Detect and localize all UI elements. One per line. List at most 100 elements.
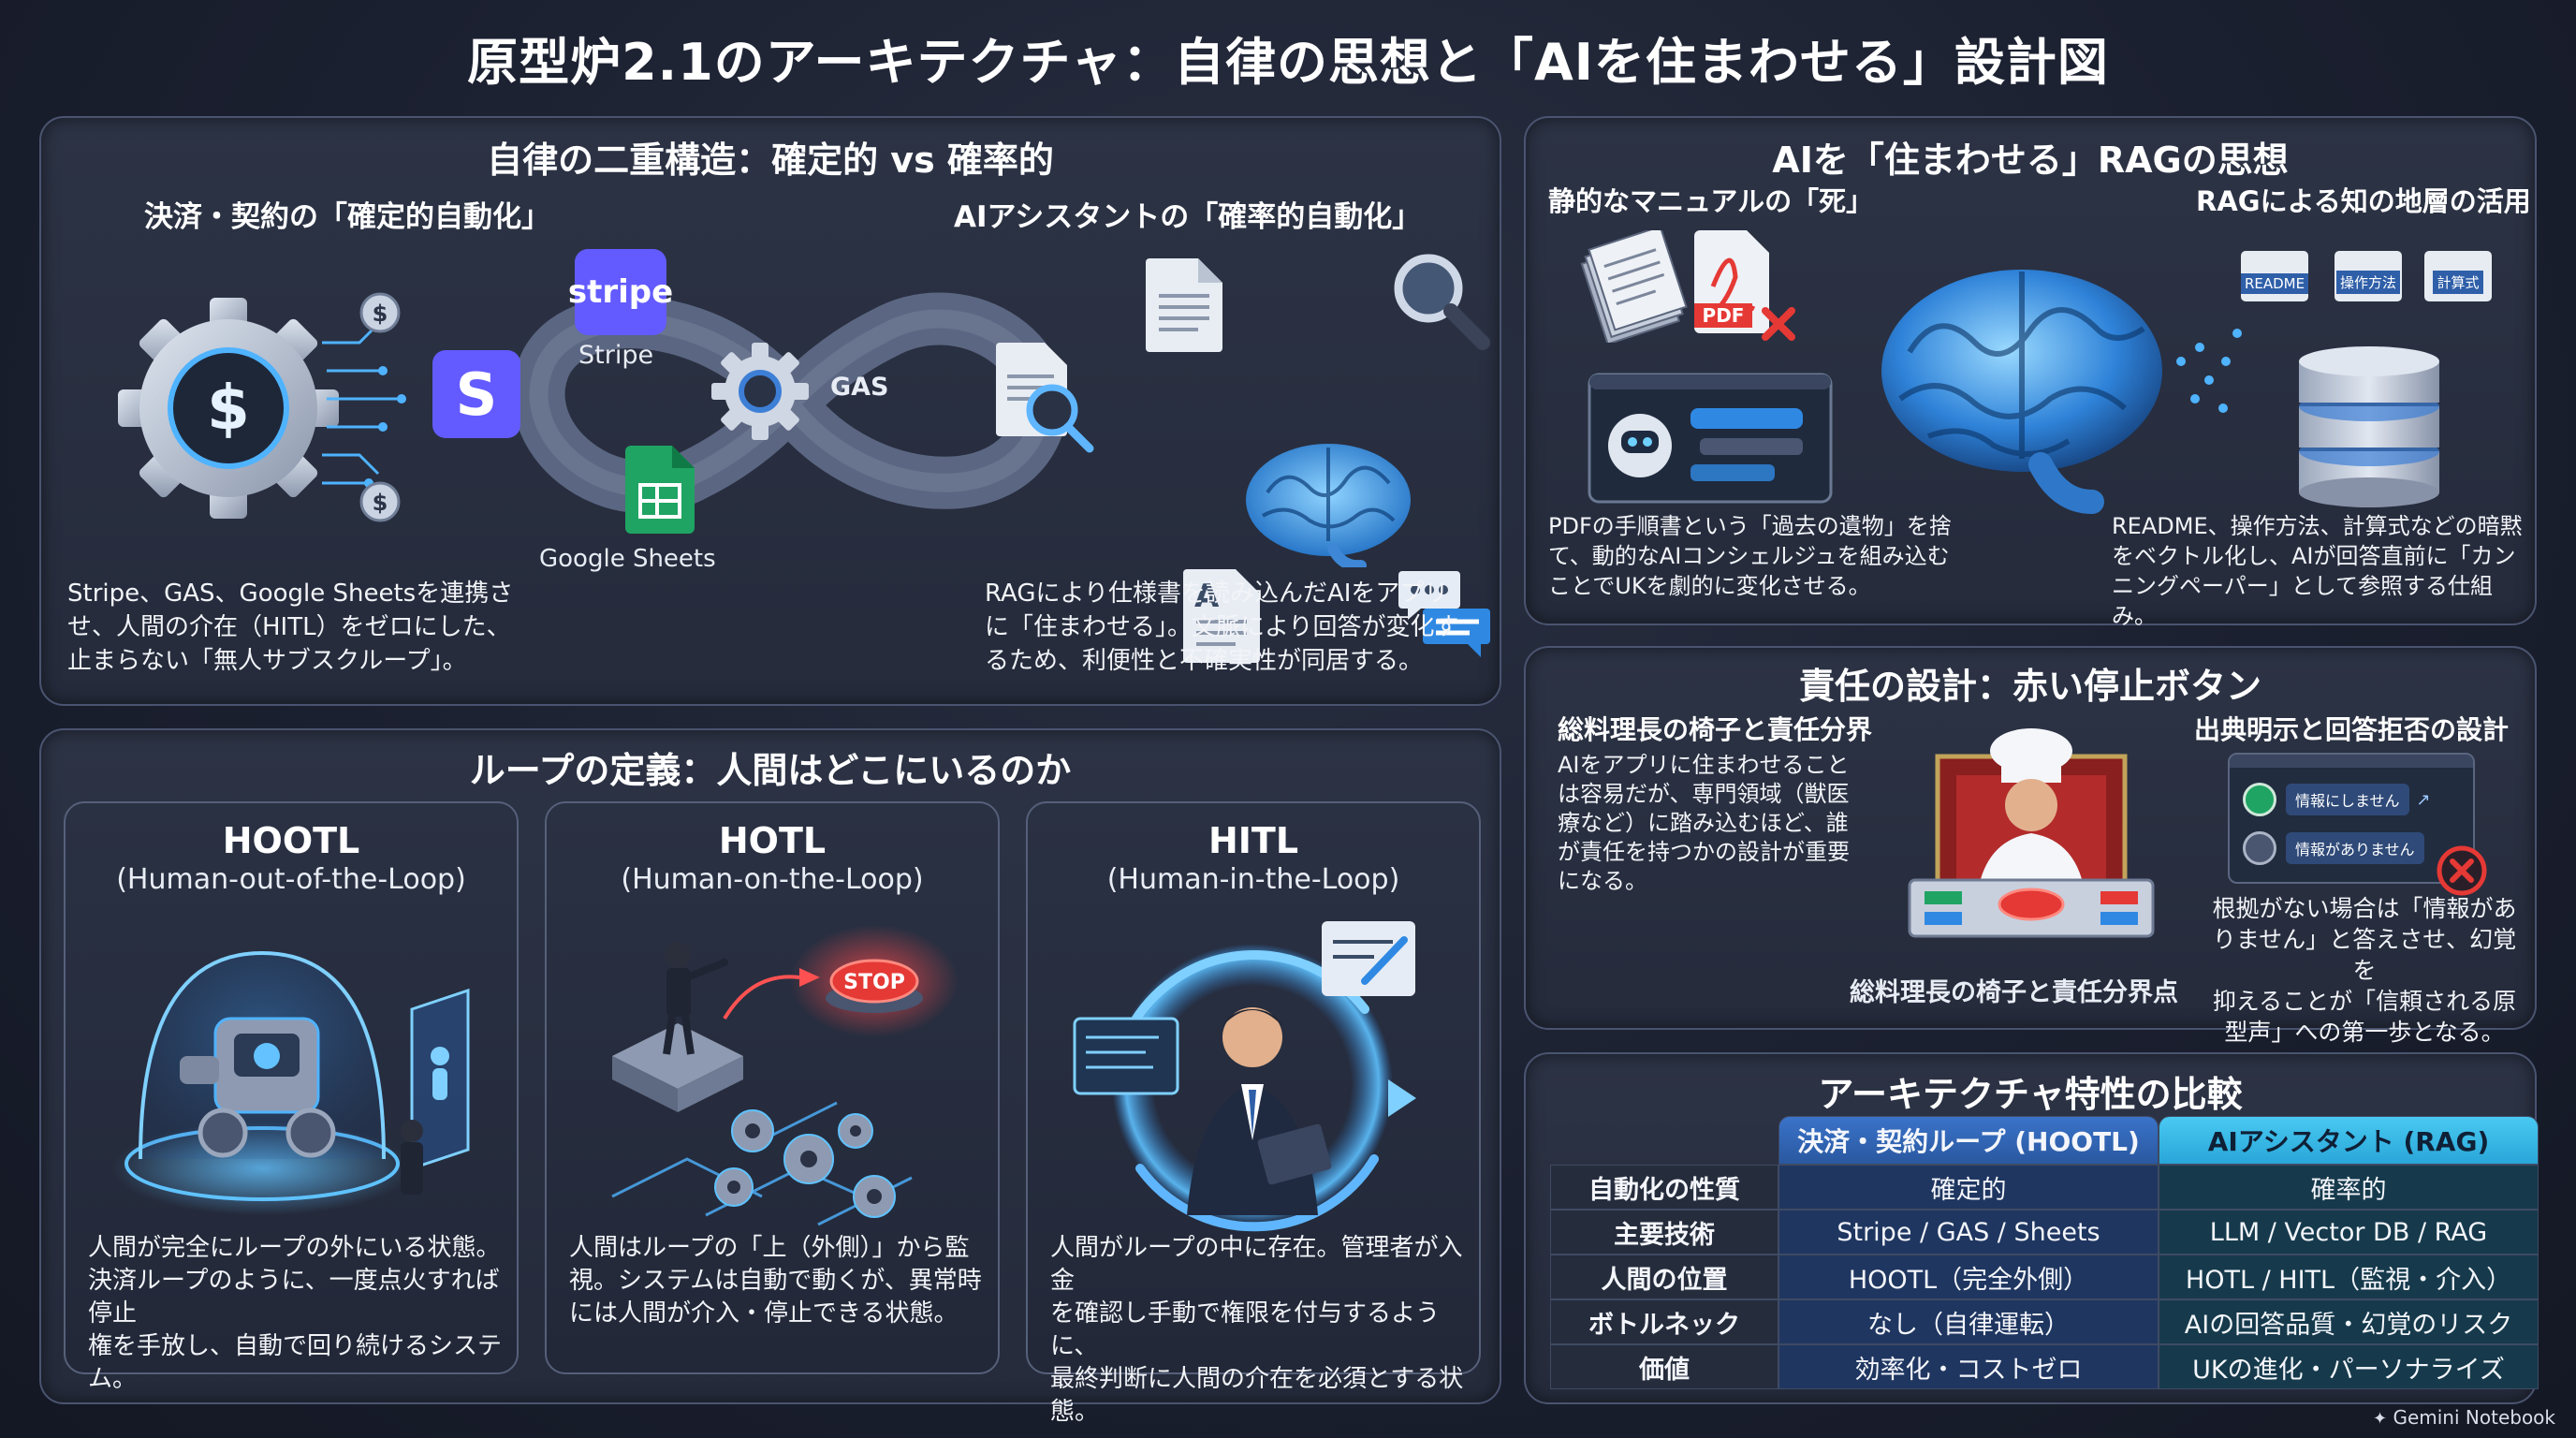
text-line: 最終判断に人間の介在を必須とする状態。 (1050, 1365, 1464, 1426)
subtitle-static-manual: 静的なマニュアルの「死」 (1548, 185, 1874, 217)
gemini-logo-icon: ✦ (2373, 1409, 2388, 1429)
human-in-loop-icon (1073, 921, 1416, 1232)
text-line: には人間が介入・停止できる状態。 (569, 1299, 959, 1328)
stripe-label: Stripe (578, 341, 654, 370)
card-hotl: HOTL (Human-on-the-Loop) STOP (545, 801, 1000, 1374)
text-line: 人間が完全にループの外にいる状態。 (88, 1234, 501, 1262)
svg-text:$: $ (373, 301, 388, 327)
citation-refusal-description: 根拠がない場合は「情報があ りません」と答えさせ、幻覚を 抑えることが「信頼され… (2205, 893, 2524, 1048)
row-label: 人間の位置 (1550, 1255, 1778, 1299)
human-on-loop-icon: STOP (611, 925, 959, 1226)
hootl-value: なし（自律運転） (1778, 1299, 2159, 1344)
doc-tag-label: README (2240, 273, 2309, 294)
stripe-s-icon: S (432, 350, 520, 438)
subtitle-probabilistic: AIアシスタントの「確率的自動化」 (954, 200, 1422, 234)
ai-avatar-icon (2243, 831, 2276, 865)
document-icon (1146, 258, 1222, 352)
external-link-icon: ↗ (2416, 789, 2431, 810)
svg-text:A: A (1194, 578, 1220, 615)
chef-chair-description: AIをアプリに住まわせること は容易だが、専門領域（獣医 療など）に踏み込むほど… (1558, 751, 1876, 896)
text-line: 根拠がない場合は「情報があ (2212, 895, 2517, 922)
text-line: りません」と答えさせ、幻覚を (2212, 926, 2517, 984)
panel-dual-structure: 自律の二重構造：確定的 vs 確率的 決済・契約の「確定的自動化」 AIアシスタ… (39, 116, 1501, 706)
deterministic-description: Stripe、GAS、Google Sheetsを連携さ せ、人間の介在（HIT… (67, 577, 592, 678)
table-row: ボトルネック なし（自律運転） AIの回答品質・幻覚のリスク (1550, 1299, 2539, 1344)
rag-strata-description: README、操作方法、計算式などの暗黙 をベクトル化し、AIが回答直前に「カン… (2112, 511, 2533, 631)
text-line: ニングペーパー」として参照する仕組み。 (2112, 573, 2494, 629)
document-search-icon (996, 343, 1094, 453)
text-line: AIをアプリに住まわせること (1558, 752, 1850, 778)
table-row: 自動化の性質 確定的 確率的 (1550, 1165, 2539, 1210)
hootl-value: 効率化・コストゼロ (1778, 1344, 2159, 1389)
text-line: 療など）に踏み込むほど、誰 (1558, 810, 1849, 836)
panel-architecture-comparison: アーキテクチャ特性の比較 決済・契約ループ (HOOTL) AIアシスタント (… (1524, 1052, 2539, 1404)
text-line: RAGにより仕様書を読み込んだAIをアプリ (985, 580, 1449, 608)
panel-rag-philosophy: AIを「住まわせる」RAGの思想 静的なマニュアルの「死」 RAGによる知の地層… (1524, 116, 2537, 629)
svg-text:$: $ (207, 372, 250, 444)
panel-responsibility-design: 責任の設計：赤い停止ボタン 総料理長の椅子と責任分界 出典明示と回答拒否の設計 … (1524, 646, 2537, 1046)
subtitle-rag-strata: RAGによる知の地層の活用 (2196, 185, 2531, 217)
card-title: HOOTL (222, 820, 360, 861)
probabilistic-description: RAGにより仕様書を読み込んだAIをアプリ に「住まわせる」。文脈により回答が変… (985, 577, 1490, 678)
rag-value: AIの回答品質・幻覚のリスク (2159, 1299, 2539, 1344)
text-line: に「住まわせる」。文脈により回答が変化す (985, 613, 1459, 641)
column-header-hootl: 決済・契約ループ (HOOTL) (1778, 1116, 2159, 1165)
panel-title: AIを「住まわせる」RAGの思想 (1772, 139, 2289, 181)
row-label: ボトルネック (1550, 1299, 1778, 1344)
text-line: 人間がループの中に存在。管理者が入金 (1050, 1234, 1463, 1295)
gas-label: GAS (830, 373, 889, 402)
table-row: 人間の位置 HOOTL（完全外側） HOTL / HITL（監視・介入） (1550, 1255, 2539, 1299)
text-line: て、動的なAIコンシェルジュを組み込む (1548, 543, 1950, 569)
subtitle-chef-chair: 総料理長の椅子と責任分界 (1558, 714, 1873, 745)
text-line: をベクトル化し、AIが回答直前に「カン (2112, 543, 2516, 569)
chef-chair-caption: 総料理長の椅子と責任分界点 (1850, 978, 2178, 1007)
card-subtitle: (Human-out-of-the-Loop) (116, 863, 466, 896)
subtitle-deterministic: 決済・契約の「確定的自動化」 (144, 200, 550, 234)
table-row: 価値 効率化・コストゼロ UKの進化・パーソナライズ (1550, 1344, 2539, 1389)
hotl-description: 人間はループの「上（外側）」から監 視。システムは自動で動くが、異常時 には人間… (569, 1232, 990, 1330)
magnifier-icon (1394, 254, 1490, 350)
static-manual-description: PDFの手順書という「過去の遺物」を捨 て、動的なAIコンシェルジュを組み込む … (1548, 511, 1998, 601)
text-line: PDFの手順書という「過去の遺物」を捨 (1548, 513, 1952, 539)
pdf-icon: PDF (1694, 230, 1795, 341)
footer-credit: ✦ Gemini Notebook (2373, 1406, 2555, 1429)
text-line: るため、利便性と不確実性が同居する。 (985, 647, 1424, 675)
column-header-rag: AIアシスタント (RAG) (2159, 1116, 2539, 1165)
rag-value: UKの進化・パーソナライズ (2159, 1344, 2539, 1389)
footer-label: Gemini Notebook (2393, 1406, 2555, 1429)
page-title: 原型炉2.1のアーキテクチャ：自律の思想と「AIを住まわせる」設計図 (467, 33, 2109, 92)
gas-gear-icon (711, 343, 809, 440)
vector-database-icon (2299, 346, 2439, 507)
chef-with-stop-button-icon (1908, 728, 2155, 938)
subtitle-citation-refusal: 出典明示と回答拒否の設計 (2194, 714, 2510, 745)
row-label: 価値 (1550, 1344, 1778, 1389)
ai-avatar-icon (2243, 783, 2276, 816)
text-line: 決済ループのように、一度点火すれば停止 (88, 1267, 500, 1328)
card-title: HITL (1208, 820, 1299, 861)
paper-stack-icon (1580, 230, 1688, 343)
text-line: 止まらない「無人サブスクループ」。 (67, 647, 467, 675)
text-line: になる。 (1558, 868, 1647, 894)
card-subtitle: (Human-on-the-Loop) (621, 863, 924, 896)
text-line: 人間はループの「上（外側）」から監 (569, 1234, 970, 1262)
hootl-value: 確定的 (1778, 1165, 2159, 1210)
text-line: 型声」への第一歩となる。 (2224, 1019, 2505, 1046)
comparison-table: 決済・契約ループ (HOOTL) AIアシスタント (RAG) 自動化の性質 確… (1550, 1116, 2539, 1389)
hootl-value: HOOTL（完全外側） (1778, 1255, 2159, 1299)
doc-tag-operation: 操作方法 (2334, 251, 2402, 301)
doc-tag-readme: README (2240, 251, 2309, 301)
card-title: HOTL (718, 820, 827, 861)
text-line: を確認し手動で権限を付与するように、 (1050, 1299, 1441, 1360)
svg-text:$: $ (373, 490, 388, 516)
chat-bubble: 情報がありません (2286, 832, 2424, 864)
row-label: 自動化の性質 (1550, 1165, 1778, 1210)
chat-refusal-window: 情報にしません ↗ 情報がありません (2228, 753, 2475, 884)
dollar-gear-icon: $ $ $ (118, 292, 406, 522)
hitl-description: 人間がループの中に存在。管理者が入金 を確認し手動で権限を付与するように、 最終… (1050, 1232, 1481, 1429)
chat-bubble: 情報にしません (2286, 784, 2409, 815)
card-hitl: HITL (Human-in-the-Loop) 人間がループの中に存在。管理者… (1026, 801, 1481, 1426)
text-line: ことでUKを劇的に変化させる。 (1548, 573, 1871, 599)
rag-value: 確率的 (2159, 1165, 2539, 1210)
card-hootl: HOOTL (Human-out-of-the-Loop) 人間が完全にループの… (64, 801, 519, 1393)
text-line: 視。システムは自動で動くが、異常時 (569, 1267, 982, 1295)
